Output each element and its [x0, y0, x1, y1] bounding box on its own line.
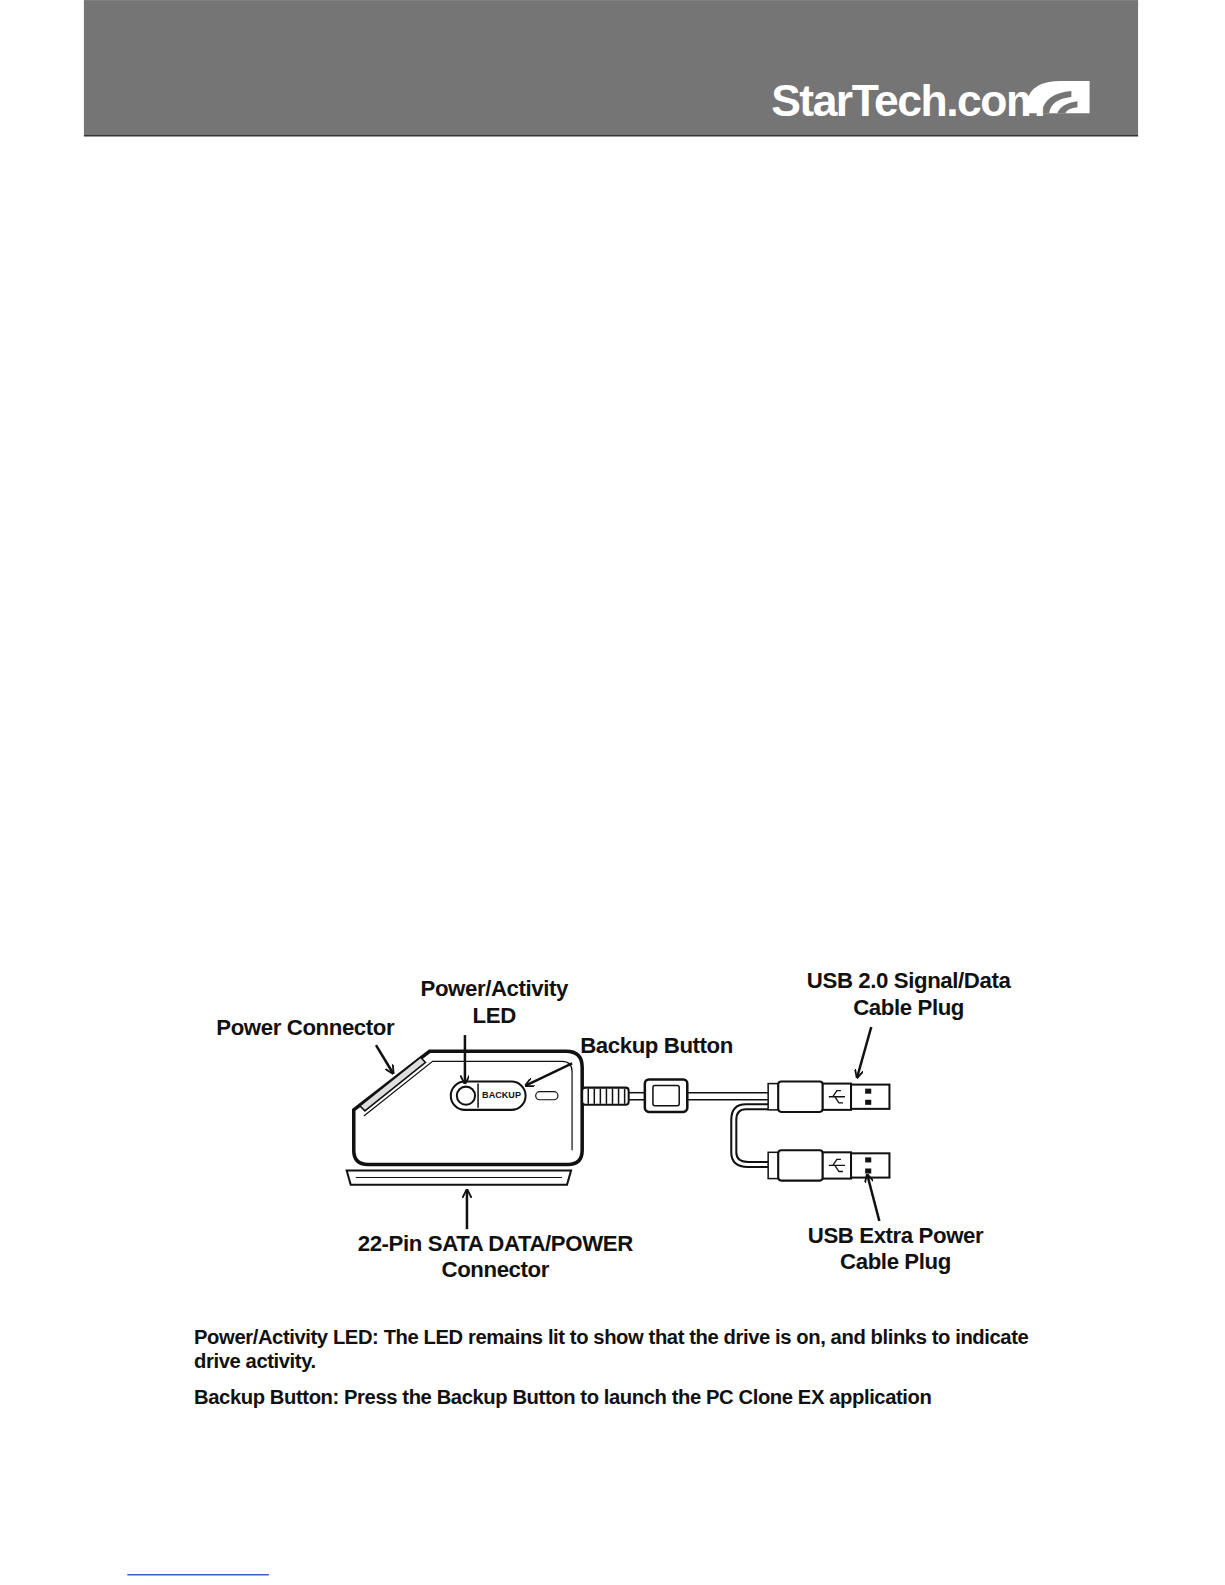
- callout-label: Power Connector: [216, 1015, 394, 1041]
- description-note: Power/Activity LED: The LED remains lit …: [194, 1326, 1053, 1374]
- leader-lines: [376, 1027, 879, 1229]
- logo-text: StarTech.com: [771, 75, 1044, 127]
- header-band: [84, 0, 1138, 134]
- backup-button: [451, 1082, 526, 1110]
- callout-label: Backup Button: [580, 1033, 733, 1059]
- power-connector: [360, 1057, 426, 1111]
- link-underline: [127, 1574, 269, 1576]
- sata-connector: [347, 1171, 571, 1185]
- button-text: BACKUP: [482, 1090, 521, 1101]
- adapter-body: [354, 1051, 582, 1164]
- header-rule: [84, 135, 1138, 137]
- callout-label: 22-Pin SATA DATA/POWER Connector: [328, 1231, 662, 1283]
- description-note: Backup Button: Press the Backup Button t…: [194, 1386, 1053, 1410]
- vent-slot: [536, 1092, 558, 1100]
- callout-label: USB Extra Power Cable Plug: [786, 1223, 1004, 1275]
- callout-label: USB 2.0 Signal/Data Cable Plug: [784, 968, 1033, 1020]
- ferrite-core: [645, 1080, 687, 1112]
- strain-relief: [582, 1088, 628, 1105]
- usb-power-plug: [768, 1150, 889, 1180]
- usb-data-plug: [768, 1082, 889, 1112]
- callout-label: Power/Activity LED: [402, 976, 586, 1028]
- led: [457, 1087, 475, 1105]
